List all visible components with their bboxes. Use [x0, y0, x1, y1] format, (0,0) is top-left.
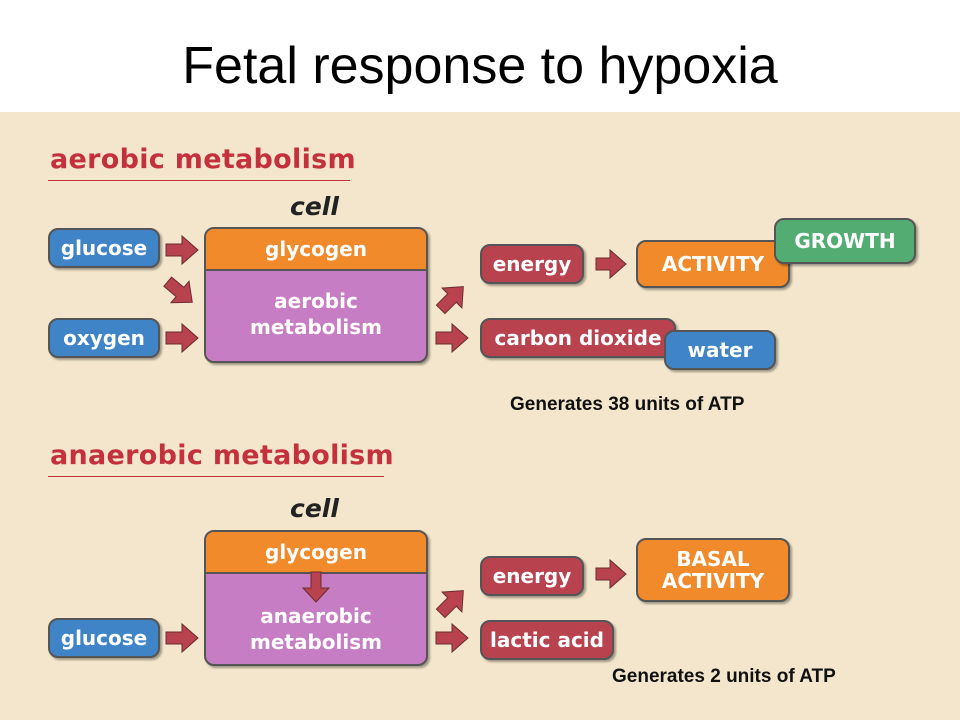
arrow-icon	[165, 234, 199, 266]
aerobic-oxygen-box: oxygen	[48, 318, 160, 358]
arrow-icon	[165, 622, 199, 654]
slide-title: Fetal response to hypoxia	[182, 37, 778, 95]
aerobic-glycogen-label: glycogen	[206, 229, 426, 271]
anaerobic-glucose-box: glucose	[48, 618, 160, 658]
arrow-icon	[435, 286, 464, 315]
anaerobic-glycogen-label: glycogen	[206, 532, 426, 574]
arrow-icon	[301, 571, 331, 603]
anaerobic-metabolism-line2: metabolism	[250, 630, 382, 654]
aerobic-energy-box: energy	[480, 244, 584, 284]
anaerobic-heading-rule	[48, 476, 384, 477]
arrow-icon	[435, 622, 469, 654]
basal-activity-line2: ACTIVITY	[661, 569, 765, 593]
basal-activity-box: BASAL ACTIVITY	[636, 538, 790, 602]
aerobic-metabolism-line2: metabolism	[250, 315, 382, 339]
aerobic-cell-box: glycogen aerobic metabolism	[204, 227, 428, 363]
water-box: water	[664, 330, 776, 370]
aerobic-atp-caption: Generates 38 units of ATP	[510, 394, 745, 415]
arrow-icon	[595, 248, 627, 280]
basal-activity-line1: BASAL	[676, 547, 750, 571]
arrow-icon	[165, 322, 199, 354]
arrow-icon	[595, 558, 627, 590]
growth-box: GROWTH	[774, 218, 916, 264]
arrow-icon	[163, 276, 193, 304]
anaerobic-metabolism-line1: anaerobic	[260, 604, 372, 628]
aerobic-heading: aerobic metabolism	[50, 144, 356, 175]
anaerobic-energy-box: energy	[480, 556, 584, 596]
aerobic-heading-rule	[48, 180, 350, 181]
anaerobic-heading: anaerobic metabolism	[50, 440, 394, 471]
aerobic-glucose-box: glucose	[48, 228, 160, 268]
arrow-icon	[435, 322, 469, 354]
diagram-panel	[0, 112, 960, 720]
anaerobic-atp-caption: Generates 2 units of ATP	[612, 666, 836, 687]
anaerobic-cell-label: cell	[290, 494, 339, 523]
activity-box: ACTIVITY	[636, 240, 790, 288]
aerobic-metabolism-line1: aerobic	[274, 289, 358, 313]
arrow-icon	[435, 590, 464, 619]
lactic-acid-box: lactic acid	[480, 620, 614, 660]
aerobic-cell-label: cell	[290, 192, 339, 221]
